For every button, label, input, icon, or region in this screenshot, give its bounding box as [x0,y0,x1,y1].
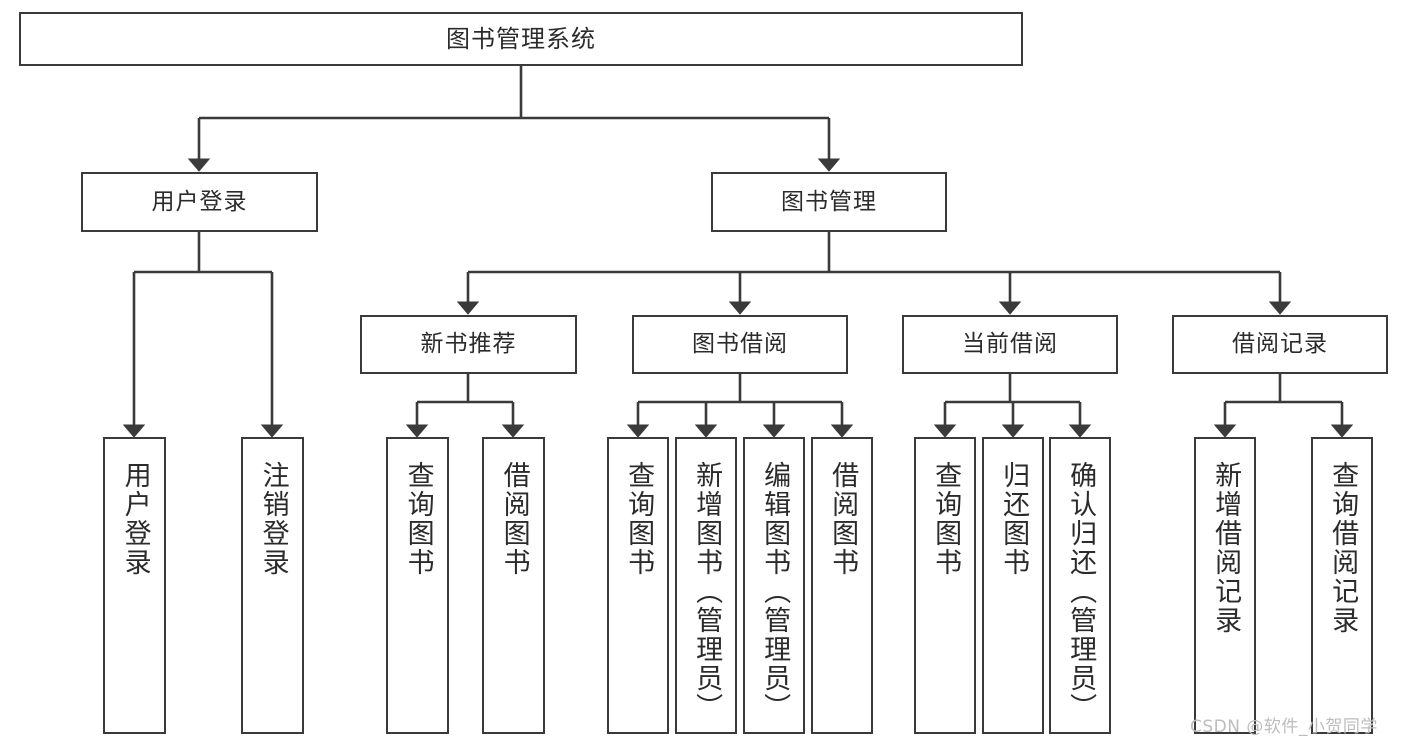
watermark-text: CSDN @软件_小贺同学 [1190,717,1378,737]
node-user-login[interactable]: 用户登录 [81,172,318,232]
node-label: 用户登录 [151,188,248,215]
node-label: 确认归还（管理员） [1065,461,1097,722]
node-label: 图书管理系统 [446,25,596,53]
node-current-borrowing[interactable]: 当前借阅 [902,315,1118,374]
node-label: 新增图书（管理员） [691,461,723,722]
leaf-add-borrow-record[interactable]: 新增借阅记录 [1194,437,1256,734]
node-label: 查询图书 [623,461,655,577]
leaf-borrow-books[interactable]: 借阅图书 [811,437,873,734]
node-label: 借阅图书 [498,461,530,577]
node-label: 查询图书 [402,461,434,577]
node-borrow-records[interactable]: 借阅记录 [1172,315,1388,374]
leaf-edit-book-admin[interactable]: 编辑图书（管理员） [743,437,805,734]
node-label: 用户登录 [119,461,151,577]
node-label: 编辑图书（管理员） [759,461,791,722]
leaf-return-books[interactable]: 归还图书 [982,437,1044,734]
node-label: 新增借阅记录 [1210,461,1242,635]
leaf-query-books-borrow[interactable]: 查询图书 [607,437,669,734]
node-label: 借阅图书 [827,461,859,577]
node-label: 注销登录 [257,461,289,577]
leaf-add-book-admin[interactable]: 新增图书（管理员） [675,437,737,734]
node-label: 查询图书 [930,461,962,577]
node-book-borrowing[interactable]: 图书借阅 [632,315,848,374]
node-label: 查询借阅记录 [1327,461,1359,635]
leaf-query-books-current[interactable]: 查询图书 [914,437,976,734]
node-book-management[interactable]: 图书管理 [711,172,947,232]
node-label: 新书推荐 [420,331,517,357]
leaf-confirm-return-admin[interactable]: 确认归还（管理员） [1049,437,1111,734]
node-label: 当前借阅 [962,331,1058,357]
node-new-book-recommendation[interactable]: 新书推荐 [360,315,577,374]
node-root-book-management-system[interactable]: 图书管理系统 [19,12,1023,66]
node-label: 图书管理 [781,188,877,215]
leaf-borrow-books-new[interactable]: 借阅图书 [482,437,545,734]
leaf-user-login[interactable]: 用户登录 [103,437,166,734]
leaf-logout[interactable]: 注销登录 [241,437,304,734]
leaf-query-books-new[interactable]: 查询图书 [386,437,449,734]
leaf-query-borrow-record[interactable]: 查询借阅记录 [1311,437,1373,734]
node-label: 图书借阅 [692,331,788,357]
node-label: 借阅记录 [1232,331,1328,357]
node-label: 归还图书 [998,461,1030,577]
